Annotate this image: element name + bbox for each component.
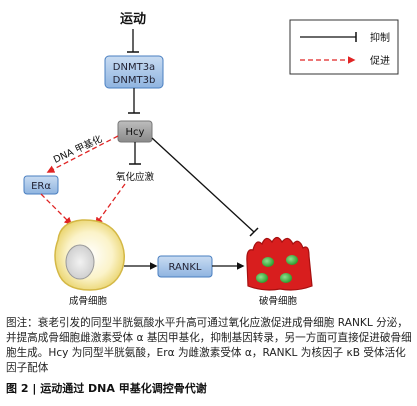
oxidative-stress-label: 氧化应激 [116,171,155,183]
hcy-era-promote-arrow [46,135,119,173]
dna-methylation-label: DNA 甲基化 [51,133,104,166]
osteoclast-nucleus [286,255,298,265]
osteoblast-nucleus [65,244,95,280]
stress-osteoblast-arrow [95,183,126,226]
hcy-label: Hcy [126,127,145,138]
figure-number: 图 2 [6,382,29,395]
osteoclast-nucleus [262,257,274,267]
osteoclast-nucleus [280,273,292,283]
hcy-osteoclast-line [151,137,255,233]
legend-inhibit-label: 抑制 [370,31,390,44]
legend-frame [289,19,399,75]
legend-promote-label: 促进 [370,54,390,67]
era-label: ERα [31,181,51,192]
era-osteoblast-arrow [40,193,73,226]
osteoblast-cell [54,219,125,291]
rankl-label: RANKL [169,262,202,273]
figure-separator: | [32,382,37,395]
osteoblast-label: 成骨细胞 [69,295,108,307]
osteoclast-label: 破骨细胞 [259,295,298,307]
dnmt3b-label: DNMT3b [113,75,156,86]
figure-caption: 图注：衰老引发的同型半胱氨酸水平升高可通过氧化应激促进成骨细胞 RANKL 分泌… [6,317,412,374]
exercise-label: 运动 [120,12,146,27]
osteoclast-cell [246,236,313,291]
dnmt3a-label: DNMT3a [113,62,155,73]
osteoclast-nucleus [256,273,268,283]
pathway-diagram: 抑制 促进 运动 DNMT3a DNMT3b Hcy 氧化应激 DNA 甲基化 … [23,12,399,307]
legend: 抑制 促进 [289,19,399,75]
figure-title: 图 2 | 运动通过 DNA 甲基化调控骨代谢 [6,380,207,396]
hcy-osteoclast-bar [249,227,259,237]
figure-title-text: 运动通过 DNA 甲基化调控骨代谢 [40,382,207,395]
